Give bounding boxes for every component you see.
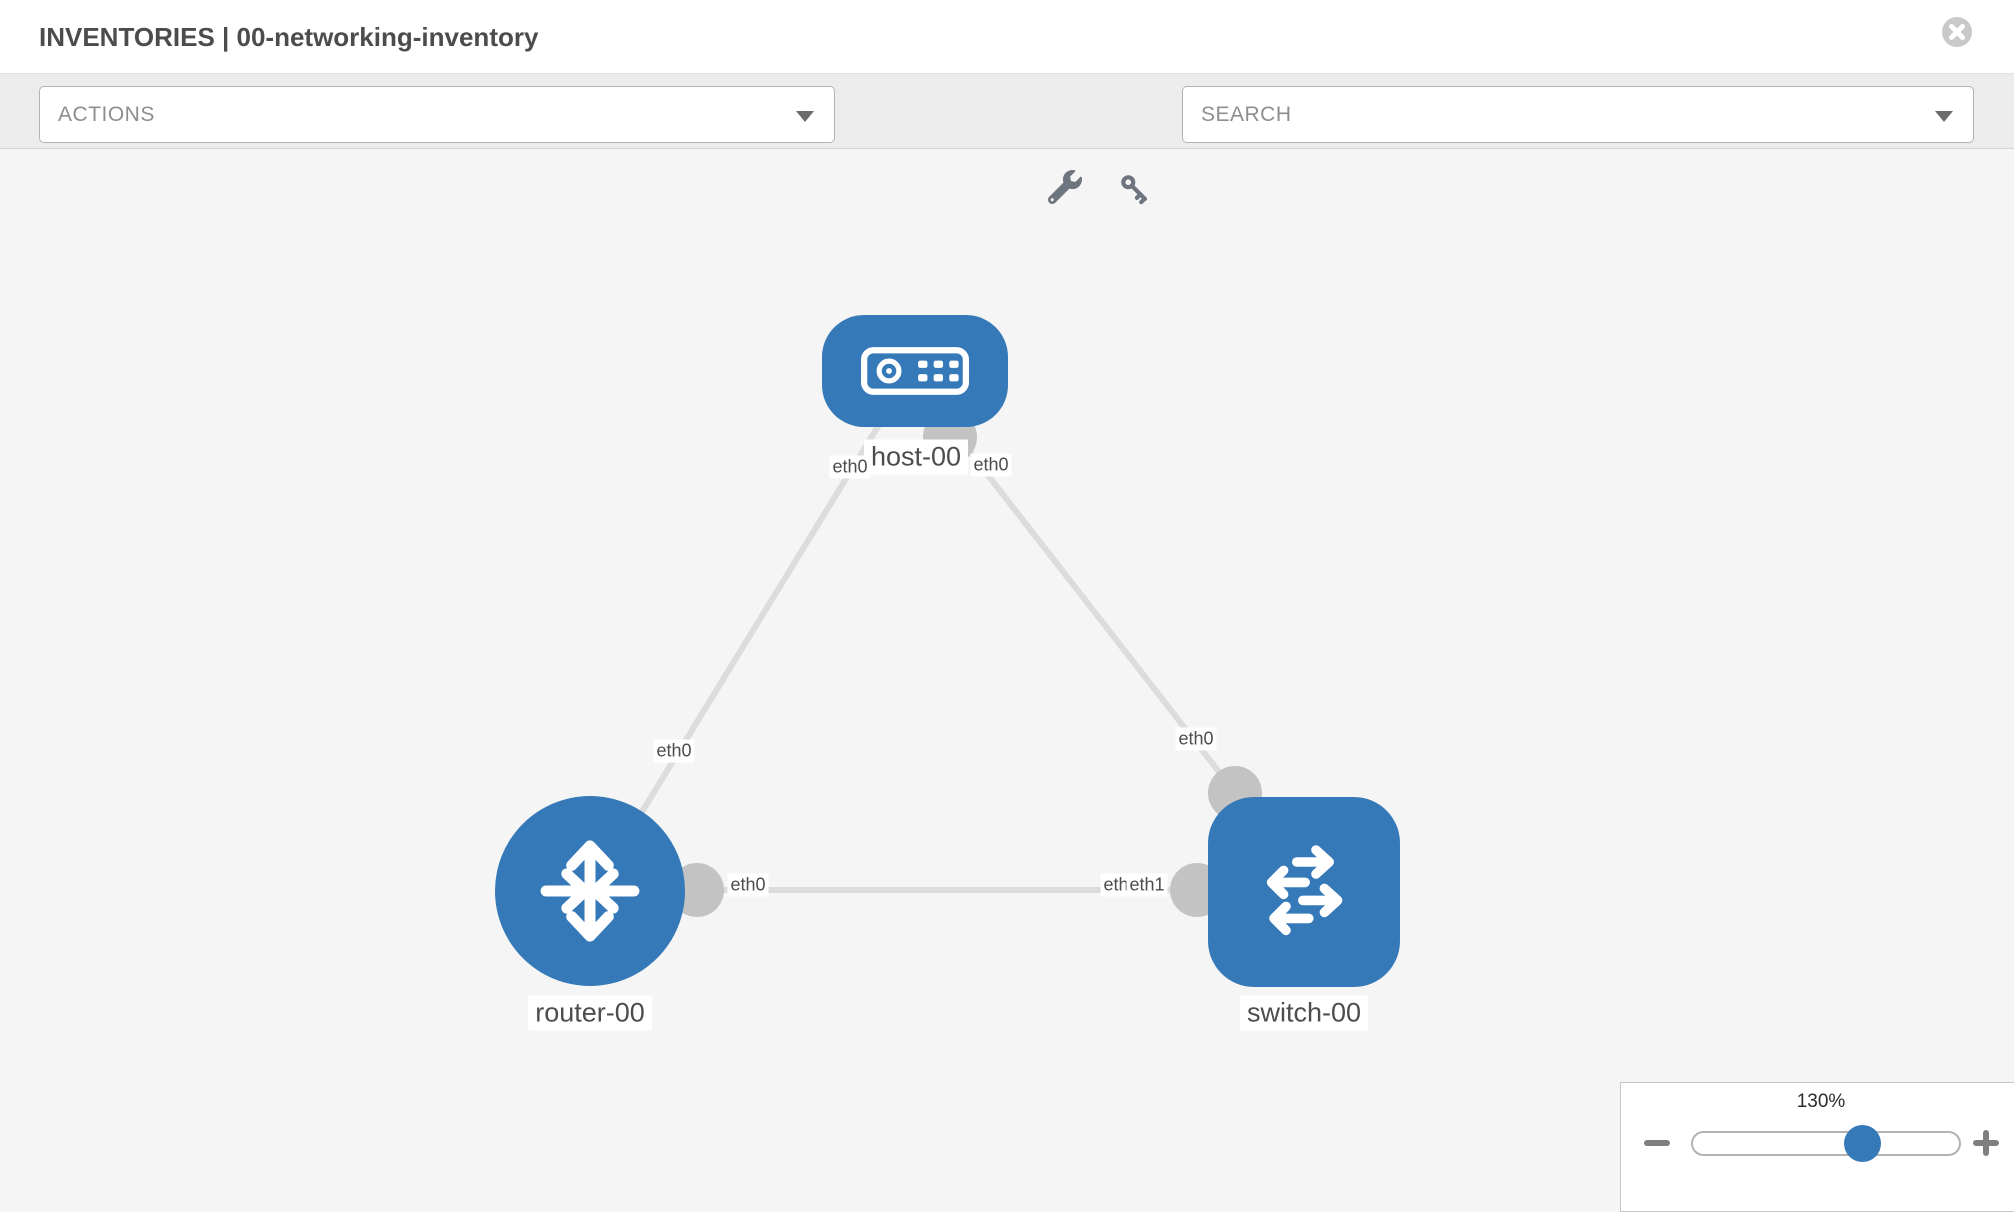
host-icon <box>861 347 969 395</box>
interface-label: eth1 <box>1126 873 1168 897</box>
key-icon <box>1121 175 1148 205</box>
node-switch-00[interactable] <box>1208 797 1400 987</box>
network-canvas[interactable] <box>0 150 2014 1200</box>
minus-icon <box>1644 1140 1670 1146</box>
interface-label: eth0 <box>1175 727 1217 751</box>
search-dropdown[interactable]: SEARCH <box>1182 86 1974 143</box>
actions-dropdown[interactable]: ACTIONS <box>39 86 835 143</box>
credentials-button[interactable] <box>1116 170 1152 206</box>
interface-label: eth0 <box>970 453 1012 477</box>
zoom-level: 130% <box>1796 1091 1846 1112</box>
chevron-down-icon <box>796 111 814 122</box>
zoom-in-button[interactable] <box>1973 1130 1999 1156</box>
chevron-down-icon <box>1935 111 1953 122</box>
plus-icon <box>1973 1130 1999 1156</box>
node-label-router: router-00 <box>528 995 652 1031</box>
search-placeholder: SEARCH <box>1201 103 1292 126</box>
zoom-slider[interactable] <box>1691 1131 1961 1156</box>
actions-dropdown-label: ACTIONS <box>58 103 155 126</box>
page-title: INVENTORIES | 00-networking-inventory <box>39 22 539 52</box>
zoom-slider-thumb[interactable] <box>1844 1125 1881 1162</box>
router-icon <box>540 840 640 942</box>
interface-label: eth0 <box>829 455 871 479</box>
wrench-icon <box>1047 170 1082 205</box>
zoom-panel: 130% <box>1620 1082 2014 1212</box>
zoom-out-button[interactable] <box>1644 1130 1670 1156</box>
header-bar: INVENTORIES | 00-networking-inventory <box>0 0 2014 74</box>
switch-icon <box>1266 845 1343 936</box>
configure-button[interactable] <box>1047 170 1084 206</box>
node-label-host: host-00 <box>863 439 969 475</box>
close-icon <box>1942 17 1972 47</box>
interface-label: eth0 <box>727 873 769 897</box>
toolbar: ACTIONS SEARCH <box>0 74 2014 205</box>
node-router-00[interactable] <box>495 796 685 986</box>
node-host-00[interactable] <box>822 315 1008 427</box>
close-button[interactable] <box>1941 16 1973 48</box>
node-label-switch: switch-00 <box>1239 995 1369 1031</box>
interface-label: eth0 <box>653 739 695 763</box>
